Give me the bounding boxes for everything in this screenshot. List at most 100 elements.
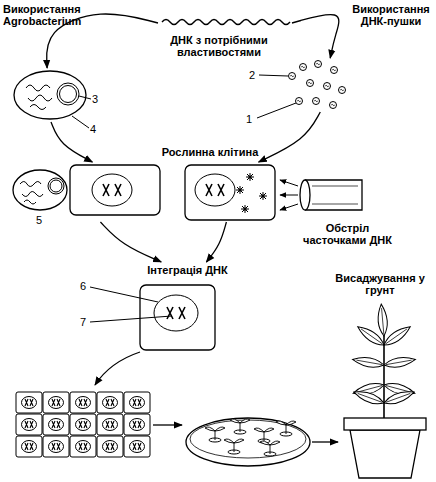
leader-line xyxy=(72,116,89,128)
process-arrow xyxy=(312,441,338,442)
process-arrow xyxy=(100,222,226,262)
leaf xyxy=(352,355,385,369)
tissue-cell xyxy=(16,392,42,413)
integration-cell: Інтеграція ДНК xyxy=(135,262,240,352)
plant-cell xyxy=(185,165,275,220)
tissue-cell xyxy=(97,436,123,457)
callout-number: 4 xyxy=(90,123,104,135)
nucleus xyxy=(92,174,132,206)
tissue-cell xyxy=(70,414,96,435)
dna-particle xyxy=(300,64,307,71)
flower-pot xyxy=(350,430,420,478)
dna-star xyxy=(241,205,249,213)
shot-arrow xyxy=(280,195,298,196)
arrow-line xyxy=(51,122,92,162)
pot-rim xyxy=(344,418,426,430)
agrobacterium xyxy=(14,71,86,119)
tissue-cell xyxy=(43,436,69,457)
chromosomes xyxy=(167,307,185,319)
leader-line xyxy=(257,103,296,118)
bacterial-chromosome xyxy=(26,85,52,110)
dna-particle xyxy=(307,80,314,87)
tissue-cell xyxy=(43,414,69,435)
callout-number: 6 xyxy=(80,280,94,292)
process-arrow xyxy=(292,15,339,58)
tissue-cell xyxy=(124,392,150,413)
seedling xyxy=(205,427,225,442)
leaf xyxy=(383,355,416,369)
dna-particle xyxy=(289,73,296,80)
chromosomes xyxy=(206,184,224,196)
tissue-cell xyxy=(124,414,150,435)
arrow-line xyxy=(292,15,339,58)
process-arrow xyxy=(51,122,92,162)
callout-number: 2 xyxy=(249,69,263,81)
node-heading: Інтеграція ДНК xyxy=(135,264,240,276)
tissue-cell xyxy=(43,392,69,413)
leaf xyxy=(355,323,386,349)
plasmid xyxy=(57,83,79,105)
arrow-line xyxy=(100,222,161,262)
annotation-text: Обстріл часточками ДНК xyxy=(300,222,395,246)
tissue-cell xyxy=(16,436,42,457)
leader-line xyxy=(90,316,172,322)
agrobacterium xyxy=(13,170,67,210)
seedling xyxy=(224,439,244,454)
seedling xyxy=(260,441,280,456)
callout-number: 1 xyxy=(246,113,260,125)
dna-particle xyxy=(331,67,338,74)
callus-tissue xyxy=(16,392,150,457)
plasmid-inner xyxy=(60,86,77,103)
leader-line xyxy=(259,75,288,76)
seedling xyxy=(230,419,250,434)
dna-particle xyxy=(330,102,337,109)
node-heading: Використання Agrobacterium xyxy=(3,3,93,27)
dna-node: ДНК з потрібними властивостями xyxy=(158,14,292,32)
leaf xyxy=(352,388,385,407)
node-heading: Висаджування у грунт xyxy=(330,272,430,296)
callout-number: 7 xyxy=(80,316,94,328)
petri-dish xyxy=(186,418,310,466)
plasmid xyxy=(48,178,64,194)
agrobacterium-node: Використання Agrobacterium xyxy=(12,68,90,122)
callout-number: 3 xyxy=(92,93,106,105)
gene-gun-shading xyxy=(312,204,358,205)
tissue-cell xyxy=(70,436,96,457)
dna-particle xyxy=(339,87,346,94)
node-heading: ДНК з потрібними властивостями xyxy=(160,34,278,58)
callout-number: 5 xyxy=(36,214,50,226)
petri-dish-rim xyxy=(190,420,306,458)
gene-gun-node: Використання ДНК-пушки xyxy=(284,58,350,112)
tissue-cell xyxy=(124,436,150,457)
tissue-cell xyxy=(97,414,123,435)
potted-plant-node: Висаджування у грунт xyxy=(338,310,432,480)
node-heading: Використання ДНК-пушки xyxy=(350,3,432,27)
leader-line xyxy=(79,96,91,99)
leaf xyxy=(377,304,389,337)
bacterial-chromosome xyxy=(20,182,43,205)
dna-particle xyxy=(313,98,320,105)
nucleus xyxy=(195,174,235,206)
gene-gun-barrel xyxy=(305,180,362,210)
tissue-cell xyxy=(16,414,42,435)
shot-arrow xyxy=(280,180,298,186)
process-arrow xyxy=(153,424,182,425)
leaf xyxy=(382,388,415,407)
gene-gun-muzzle xyxy=(300,180,310,210)
seedling xyxy=(276,421,296,436)
shot-arrow xyxy=(280,204,298,210)
arrow-line xyxy=(259,112,321,162)
nucleus xyxy=(154,295,198,331)
plant-cell-band: Рослинна клітина xyxy=(12,162,280,222)
dna-star xyxy=(236,186,244,194)
dna-star xyxy=(259,192,267,200)
dna-star xyxy=(246,173,254,181)
tissue-cell xyxy=(97,392,123,413)
process-arrow xyxy=(259,112,321,162)
dna-particle xyxy=(324,83,331,90)
tissue-cell xyxy=(70,392,96,413)
leaf xyxy=(381,323,412,349)
gene-gun-shading xyxy=(312,186,358,187)
arrow-line xyxy=(206,222,226,262)
